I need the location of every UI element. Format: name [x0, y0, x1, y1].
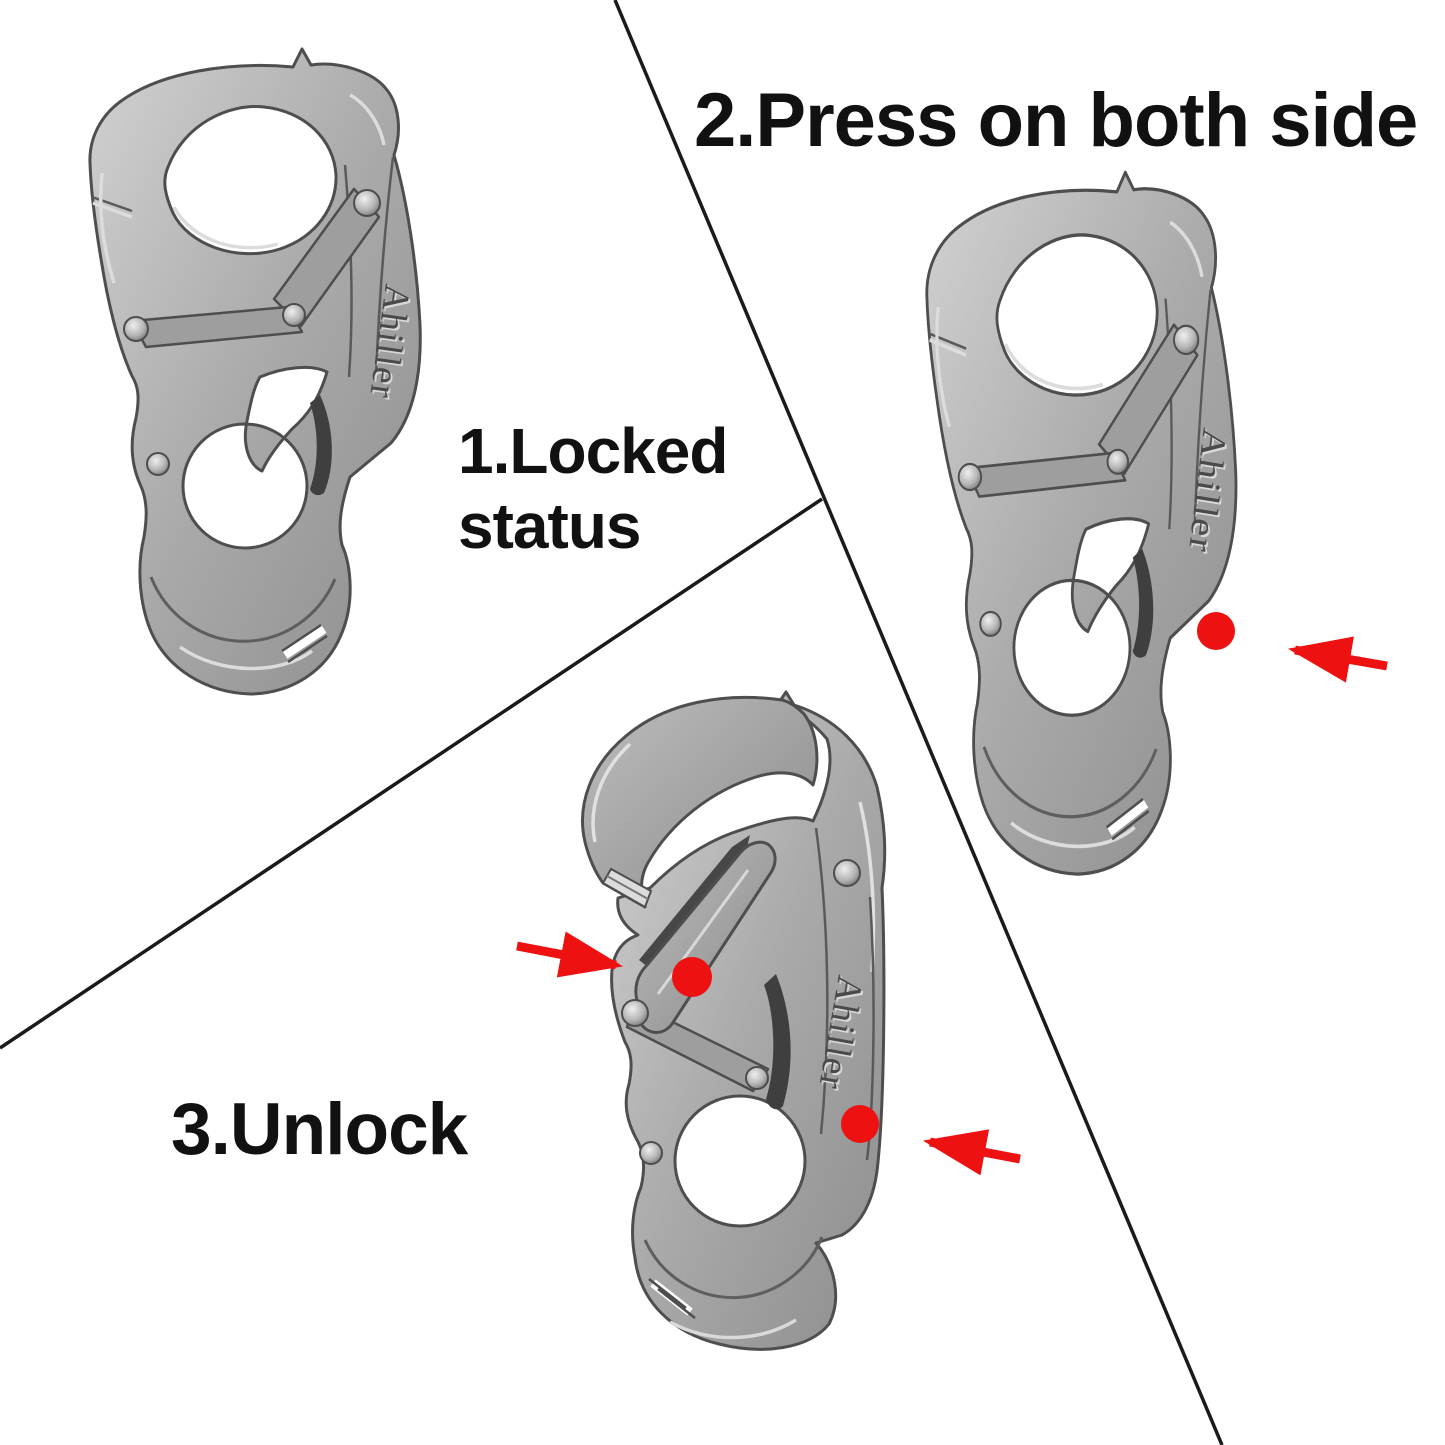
- press-arrow-step2: [1287, 636, 1388, 683]
- carabiner-unlocked-step3: Ahiller Ahiller: [581, 690, 887, 1351]
- carabiner-locked-step1: [90, 49, 420, 694]
- caption-step-1-line-1: 1.Locked: [458, 415, 728, 487]
- carabiner-locked-step2: [927, 172, 1236, 874]
- press-annotation-step3-right: [841, 1105, 1021, 1176]
- caption-step-3: 3.Unlock: [171, 1089, 468, 1170]
- caption-step-1: 1.Locked status: [458, 414, 728, 564]
- press-annotation-step3-left: [516, 931, 712, 997]
- caption-step-3-line-1: 3.Unlock: [171, 1089, 468, 1170]
- divider-line-left: [0, 497, 823, 1050]
- caption-step-2: 2.Press on both side: [694, 78, 1418, 163]
- press-point-step2: [1197, 612, 1235, 650]
- caption-step-1-line-2: status: [458, 490, 642, 562]
- press-arrow-step3-left: [516, 931, 624, 978]
- caption-step-2-line-1: 2.Press on both side: [694, 78, 1418, 163]
- press-annotation-step2: [1197, 612, 1388, 683]
- divider-line-right: [613, 0, 1224, 1445]
- press-arrow-step3-right: [922, 1129, 1021, 1176]
- press-point-step3-right: [841, 1105, 879, 1143]
- press-point-step3-left: [672, 957, 712, 997]
